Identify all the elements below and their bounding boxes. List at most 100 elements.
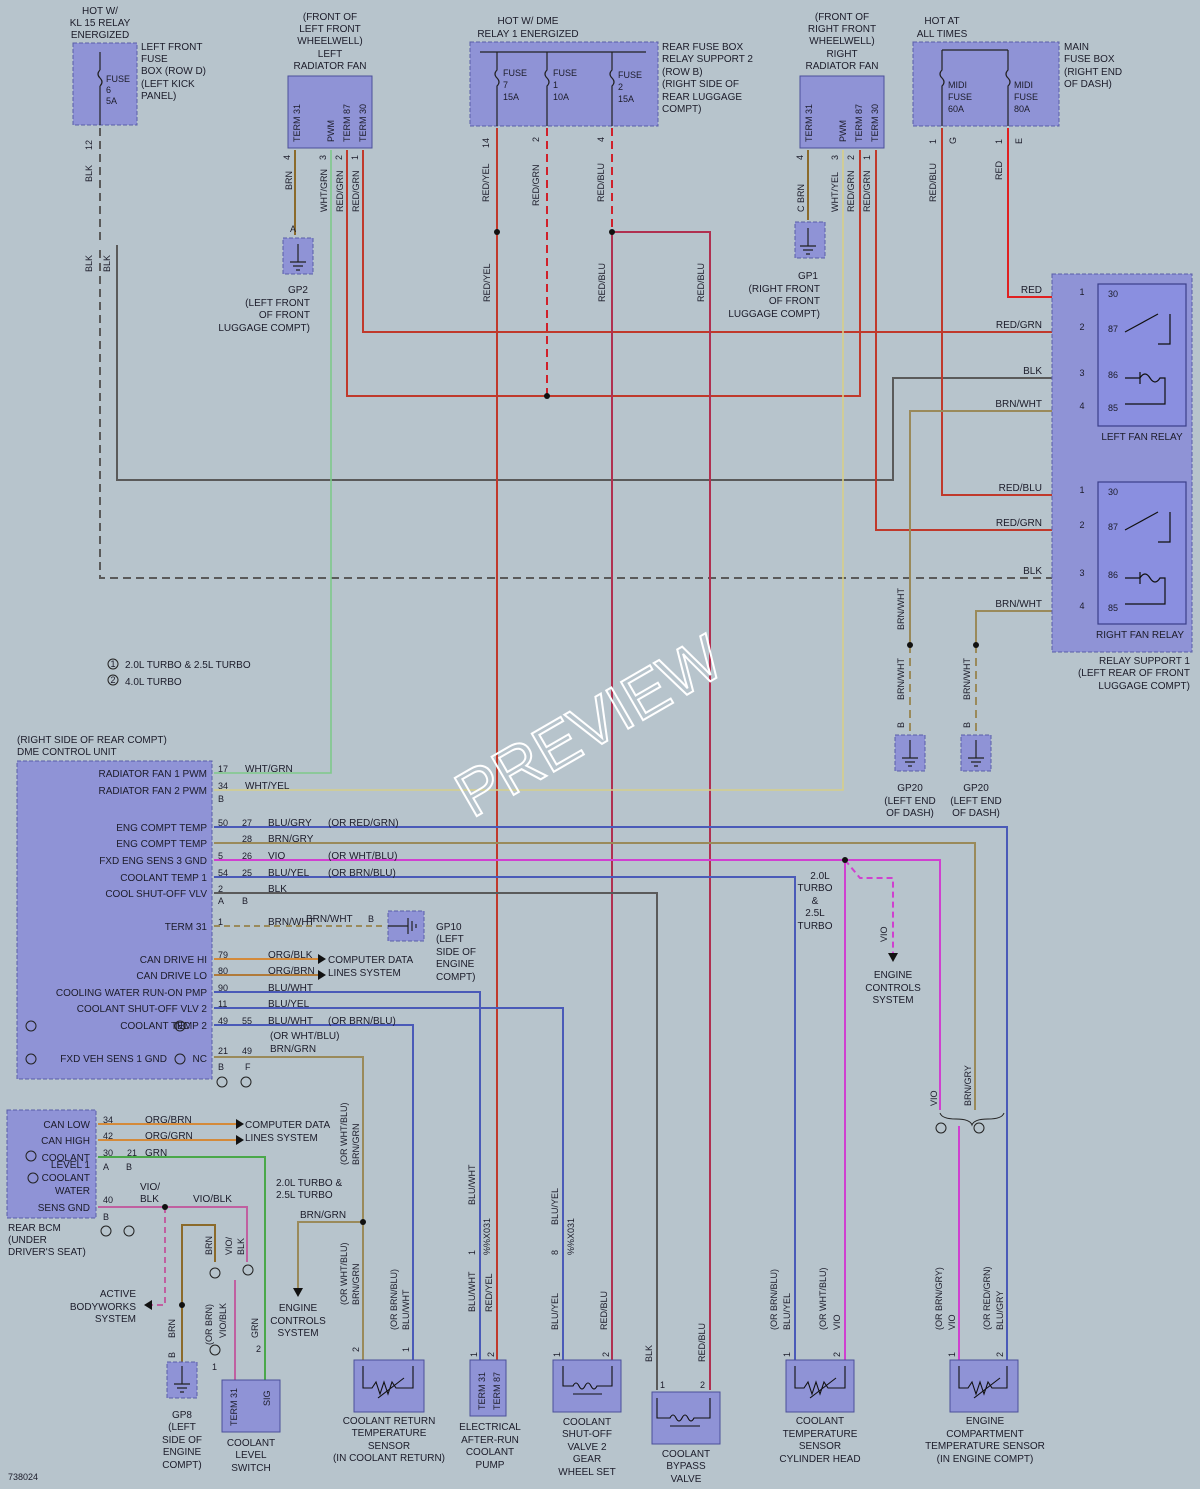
relay-support-label-3: LUGGAGE COMPT) <box>1098 681 1190 692</box>
ecs-2: 2.0L TURBO & 2.5L TURBO BRN/GRN ENGINE C… <box>270 1178 366 1339</box>
bcm-coolant-water-1: COOLANT <box>42 1173 90 1184</box>
wire-bluyel-v2 <box>214 1007 564 1360</box>
dme-wire-15: BLU/YEL <box>268 999 310 1010</box>
dme-pin-a-9: A <box>218 896 224 906</box>
fuse-7-label: FUSE <box>503 68 527 78</box>
bcm-ab-b: B <box>126 1162 132 1172</box>
split-note: 2.0L TURBO & 2.5L TURBO VIO ENGINE CONTR… <box>798 857 921 1006</box>
opt-marker-2 <box>973 1122 985 1134</box>
wire-vio-ecs <box>844 859 894 955</box>
dme-pin-b-5: 28 <box>242 834 252 844</box>
lfb-label-1: LEFT FRONT <box>141 42 202 53</box>
opt-marker-1 <box>25 1053 37 1065</box>
ret-label-3: SENSOR <box>368 1441 410 1452</box>
right-split: VIO BRN/GRY <box>929 1065 1005 1360</box>
dme-wire-7: BLU/YEL <box>268 868 310 879</box>
dme-fuse-wire-3: RED/BLU <box>596 163 606 202</box>
left-fan-relay[interactable] <box>1097 283 1187 427</box>
thermistor-icon <box>794 1366 846 1399</box>
ret-label-2: TEMPERATURE <box>352 1428 427 1439</box>
splice-dot <box>907 642 913 648</box>
bcm-name-3: DRIVER'S SEAT) <box>8 1247 86 1258</box>
legend-item-2: 4.0L TURBO <box>125 677 182 688</box>
wire-blk-fuse <box>99 128 1098 579</box>
right-fan-relay[interactable] <box>1097 481 1187 625</box>
lfb-wire: BLK <box>84 165 94 182</box>
wire-brngrn <box>214 1056 364 1360</box>
gp1-ground-point[interactable] <box>794 221 826 259</box>
rear-fuse-box[interactable] <box>469 41 659 127</box>
right-fan-relay-name: RIGHT FAN RELAY <box>1096 630 1184 641</box>
dme-wire-alt-7: (OR BRN/BLU) <box>328 868 396 879</box>
left-relay-wire-1: RED <box>1021 285 1042 296</box>
dme-wire-16: BLU/WHT <box>268 1016 313 1027</box>
gp2-label-1: GP2 <box>288 285 308 296</box>
wire-bcm-grn <box>98 1156 266 1380</box>
lvl-p1: 1 <box>212 1362 217 1372</box>
cylinder-head-temp-sensor[interactable] <box>785 1359 855 1413</box>
v2-pin: 8 <box>550 1250 560 1255</box>
dme-pin-label-15: COOLANT SHUT-OFF VLV 2 <box>77 1004 208 1015</box>
left-front-fuse-box[interactable] <box>72 42 138 126</box>
left-radiator-fan[interactable] <box>287 75 373 149</box>
electrical-after-run-pump[interactable] <box>469 1359 507 1417</box>
wire-bcm-violblk <box>98 1206 248 1262</box>
bcm-coolant-water-2: WATER <box>55 1186 90 1197</box>
splice-dot <box>162 1204 168 1210</box>
splice-dot <box>842 857 848 863</box>
main-fuse-group: HOT AT ALL TIMES MIDI FUSE 60A MIDI FUSE… <box>912 16 1122 202</box>
dme-wire-5: BRN/GRY <box>268 834 314 845</box>
splice-dot <box>360 1219 366 1225</box>
fuse-1-amps: 10A <box>553 92 569 102</box>
coolant-level-switch[interactable] <box>221 1379 281 1433</box>
right-relay-term-3: 86 <box>1108 570 1118 580</box>
cdl1-label-1: COMPUTER DATA <box>328 955 414 966</box>
midi-60-amps: 60A <box>948 104 964 114</box>
v2-label-2: SHUT-OFF <box>562 1429 612 1440</box>
wire-main-red <box>1007 128 1098 298</box>
dme-pin-label-10: TERM 31 <box>165 922 208 933</box>
right-radiator-fan[interactable] <box>799 75 885 149</box>
main-fuse-box[interactable] <box>912 41 1060 127</box>
return-sensor-group: (OR WHT/BLU) BRN/GRN (OR WHT/BLU) BRN/GR… <box>333 1103 445 1465</box>
midi-60-fuse: FUSE <box>948 92 972 102</box>
arrow-icon <box>888 953 898 962</box>
dme-pin-a-2: 34 <box>218 781 228 791</box>
ecs2-note-2: 2.5L TURBO <box>276 1190 333 1201</box>
fuse-1-number: 1 <box>553 80 558 90</box>
gp1-ground: GP1 (RIGHT FRONT OF FRONT LUGGAGE COMPT) <box>728 221 826 320</box>
opt-marker-2 <box>209 1267 221 1279</box>
gp20-pin-a: B <box>896 722 906 728</box>
rfb-label-4: (RIGHT SIDE OF <box>662 79 739 90</box>
left-fan-relay-name: LEFT FAN RELAY <box>1101 432 1183 443</box>
lvl-w-brn: BRN <box>204 1236 214 1255</box>
dme-control-unit[interactable] <box>16 760 213 1080</box>
dme-wire-1: WHT/GRN <box>245 764 293 775</box>
dme-pin-a-13: 80 <box>218 966 228 976</box>
rear-bcm[interactable] <box>6 1109 97 1219</box>
pump-p2: 2 <box>486 1352 496 1357</box>
ecs2-label-2: CONTROLS <box>270 1316 326 1327</box>
engine-compartment-temp-sensor[interactable] <box>949 1359 1019 1413</box>
main-w-red: RED <box>994 160 1004 180</box>
lvl-w-blk: BLK <box>236 1238 246 1255</box>
cyl-label-4: CYLINDER HEAD <box>779 1454 860 1465</box>
fxd-alt: (OR WHT/BLU) <box>270 1031 339 1042</box>
gp2-label-4: LUGGAGE COMPT) <box>218 323 310 334</box>
rfb-label-5: REAR LUGGAGE <box>662 92 742 103</box>
fxd-wire: BRN/GRN <box>270 1044 316 1055</box>
coolant-return-temp-sensor[interactable] <box>353 1359 425 1413</box>
dme-wire-14: BLU/WHT <box>268 983 313 994</box>
fxd-p1: 21 <box>218 1046 228 1056</box>
lvl-term31: TERM 31 <box>229 1388 239 1426</box>
dme-wire-alt-4: (OR RED/GRN) <box>328 818 399 829</box>
gp1-label-3: OF FRONT <box>769 296 820 307</box>
splice-dot <box>609 229 615 235</box>
bypass-p2: 2 <box>700 1380 705 1390</box>
dme-pin-label-4: ENG COMPT TEMP <box>116 823 207 834</box>
gp20-wire-a: BRN/WHT <box>896 588 906 630</box>
thermistor-icon <box>362 1366 414 1399</box>
cyl-p2: 2 <box>832 1352 842 1357</box>
gp2-label-3: OF FRONT <box>259 310 310 321</box>
